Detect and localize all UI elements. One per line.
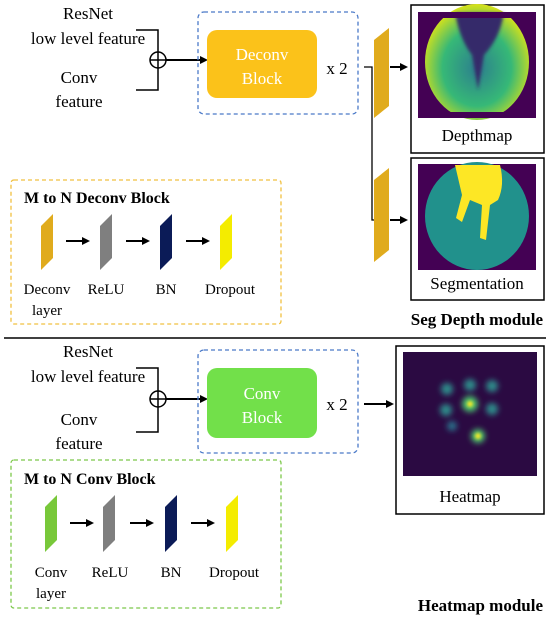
seg-input-conv-line2: feature [55,92,102,111]
heat-repeat-label: x 2 [326,395,347,414]
conv-block-label-line2: Block [242,408,283,427]
heat-input-resnet-line1: ResNet [63,342,113,361]
legend-relu-label: ReLU [88,282,125,298]
heatmap-module-title: Heatmap module [418,596,544,615]
legend-deconv-label-line2: layer [32,303,62,319]
conv-block [207,368,317,438]
seg-depth-module-title: Seg Depth module [411,310,544,329]
seg-input-conv-line1: Conv [61,68,98,87]
legend-deconv-layer-slab [41,214,53,270]
legend-conv-layer-slab [45,495,57,552]
seg-depth-section: ResNet low level feature Conv feature De… [10,4,545,329]
seg-segmentation-feature-slab [374,168,389,262]
legend-conv-dropout-slab [226,495,238,552]
heat-input-conv-line2: feature [55,434,102,453]
legend-deconv-label-line1: Deconv [24,282,71,298]
heat-add-icon [149,390,167,408]
heatmap-caption: Heatmap [439,487,500,506]
seg-repeat-label: x 2 [326,59,347,78]
deconv-legend-frame [10,179,282,325]
heat-input-resnet-line2: low level feature [31,367,145,386]
deconv-legend-title: M to N Deconv Block [24,190,170,207]
legend-relu-slab [100,214,112,270]
segmentation-image [418,162,536,270]
legend-bn-label: BN [156,282,177,298]
seg-depth-feature-slab [374,28,389,118]
heatmap-image [403,352,537,476]
depthmap-caption: Depthmap [442,126,513,145]
seg-input-resnet-line1: ResNet [63,4,113,23]
legend-bn-slab [160,214,172,270]
legend-conv-label-line2: layer [36,586,66,602]
legend-dropout-slab [220,214,232,270]
heat-input-conv-line1: Conv [61,410,98,429]
seg-block-frame [197,11,359,115]
heatmap-section: ResNet low level feature Conv feature Co… [10,342,545,615]
deconv-block-label-line2: Block [242,69,283,88]
conv-block-label-line1: Conv [244,384,281,403]
seg-input-resnet-line2: low level feature [31,29,145,48]
legend-conv-bn-slab [165,495,177,552]
conv-legend-title: M to N Conv Block [24,471,156,488]
legend-conv-label-line1: Conv [35,565,68,581]
depthmap-image [418,4,536,120]
seg-add-icon [149,51,167,69]
heat-block-frame [197,349,359,454]
segmentation-caption: Segmentation [430,274,524,293]
legend-conv-relu-label: ReLU [92,565,129,581]
legend-dropout-label: Dropout [205,282,256,298]
legend-conv-relu-slab [103,495,115,552]
conv-legend-frame [10,459,282,609]
deconv-block-label-line1: Deconv [236,45,289,64]
legend-conv-dropout-label: Dropout [209,565,260,581]
legend-conv-bn-label: BN [161,565,182,581]
deconv-block [207,30,317,98]
